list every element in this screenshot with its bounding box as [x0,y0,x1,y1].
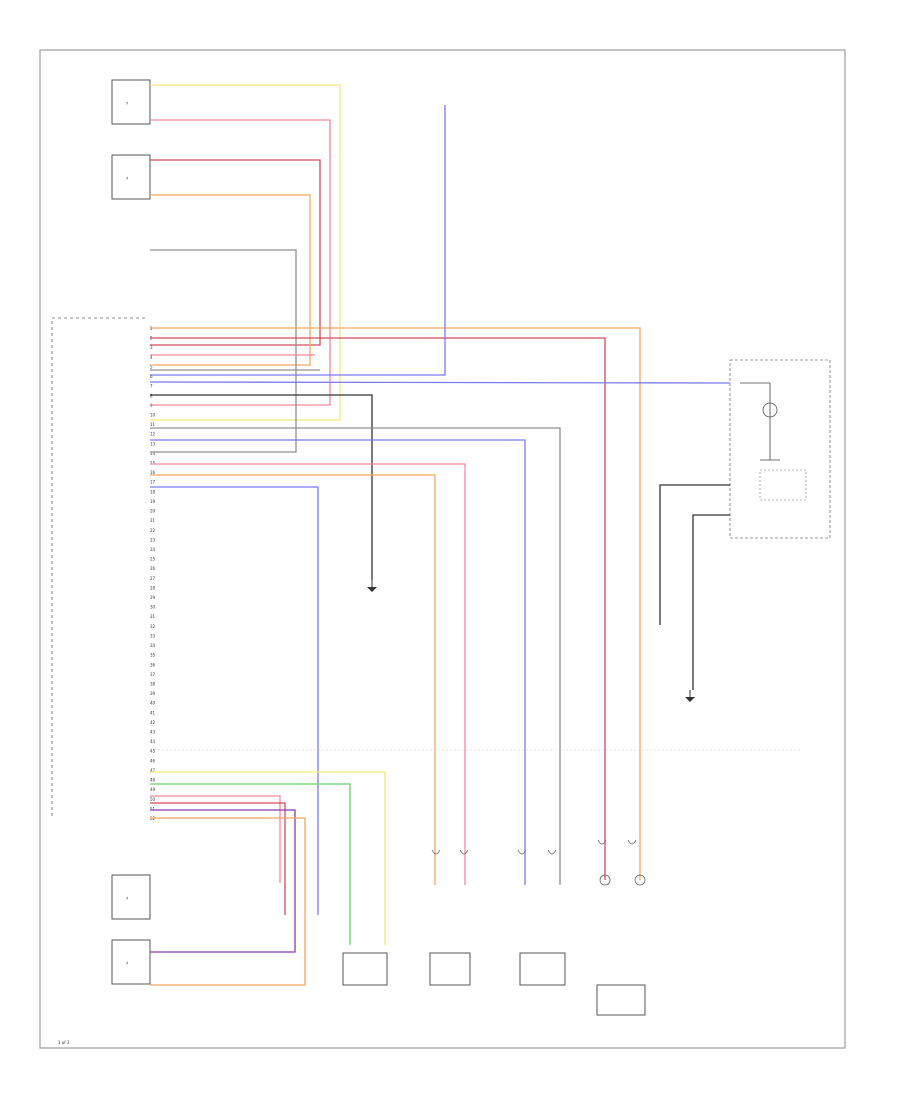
front-passenger-sensor [342,952,388,986]
pin-number: 51 [150,806,156,811]
pin-number: 47 [150,768,156,773]
pin-number: 8 [150,393,153,398]
cluster-relay [759,469,807,501]
pin-number: 41 [150,710,156,715]
pin-number: 43 [150,730,156,735]
svg-text:♯: ♯ [126,961,128,967]
diagram-border [39,49,846,1049]
pin-number: 50 [150,797,156,802]
airbag-module-driver [596,984,646,1016]
pin-number: 13 [150,441,156,446]
pin-number: 20 [150,509,156,514]
pin-number: 39 [150,691,156,696]
pin-number: 26 [150,566,156,571]
pin-number: 3 [150,345,153,350]
pin-number: 29 [150,595,156,600]
pin-number: 25 [150,557,156,562]
pin-number: 28 [150,585,156,590]
pin-number: 31 [150,614,156,619]
control-unit-pin-column: 1234567891011121314151617181920212223242… [150,326,156,821]
pin-number: 35 [150,653,156,658]
pin-number: 19 [150,499,156,504]
pin-number: 49 [150,787,156,792]
front-sensor-right [111,154,151,200]
pin-number: 11 [150,422,156,427]
pin-number: 30 [150,605,156,610]
pin-number: 5 [150,364,153,369]
pin-number: 10 [150,412,156,417]
instrument-cluster [729,359,831,539]
pin-number: 44 [150,739,156,744]
pin-number: 33 [150,633,156,638]
pin-number: 7 [150,384,153,389]
passenger-side-sensor [111,939,151,985]
page-code: 1 of 2 [58,1040,70,1045]
pin-number: 17 [150,480,156,485]
pin-number: 27 [150,576,156,581]
svg-text:♯: ♯ [126,101,128,107]
pin-number: 21 [150,518,156,523]
ground-symbol-center [367,580,377,592]
driver-seat-sensor [429,952,471,986]
pin-number: 37 [150,672,156,677]
pin-number: 36 [150,662,156,667]
svg-text:♯: ♯ [126,176,128,182]
ground-symbol-right [685,690,695,702]
pin-number: 24 [150,547,156,552]
pin-number: 6 [150,374,153,379]
front-sensor-left [111,79,151,125]
pin-number: 23 [150,537,156,542]
pin-number: 34 [150,643,156,648]
wire-harness [149,84,731,986]
pin-number: 40 [150,701,156,706]
svg-text:♯: ♯ [126,896,128,902]
pin-number: 4 [150,355,153,360]
driver-side-sensor [111,874,151,920]
pin-number: 12 [150,432,156,437]
pin-number: 15 [150,461,156,466]
inline-connectors [431,839,646,886]
pin-number: 22 [150,528,156,533]
pin-number: 18 [150,489,156,494]
pin-number: 14 [150,451,156,456]
pin-number: 46 [150,758,156,763]
pin-number: 42 [150,720,156,725]
control-unit-outline [51,317,145,818]
pin-number: 48 [150,778,156,783]
pin-number: 38 [150,681,156,686]
pin-number: 16 [150,470,156,475]
passenger-seat-sensor [519,952,566,986]
pin-number: 45 [150,749,156,754]
pin-number: 32 [150,624,156,629]
